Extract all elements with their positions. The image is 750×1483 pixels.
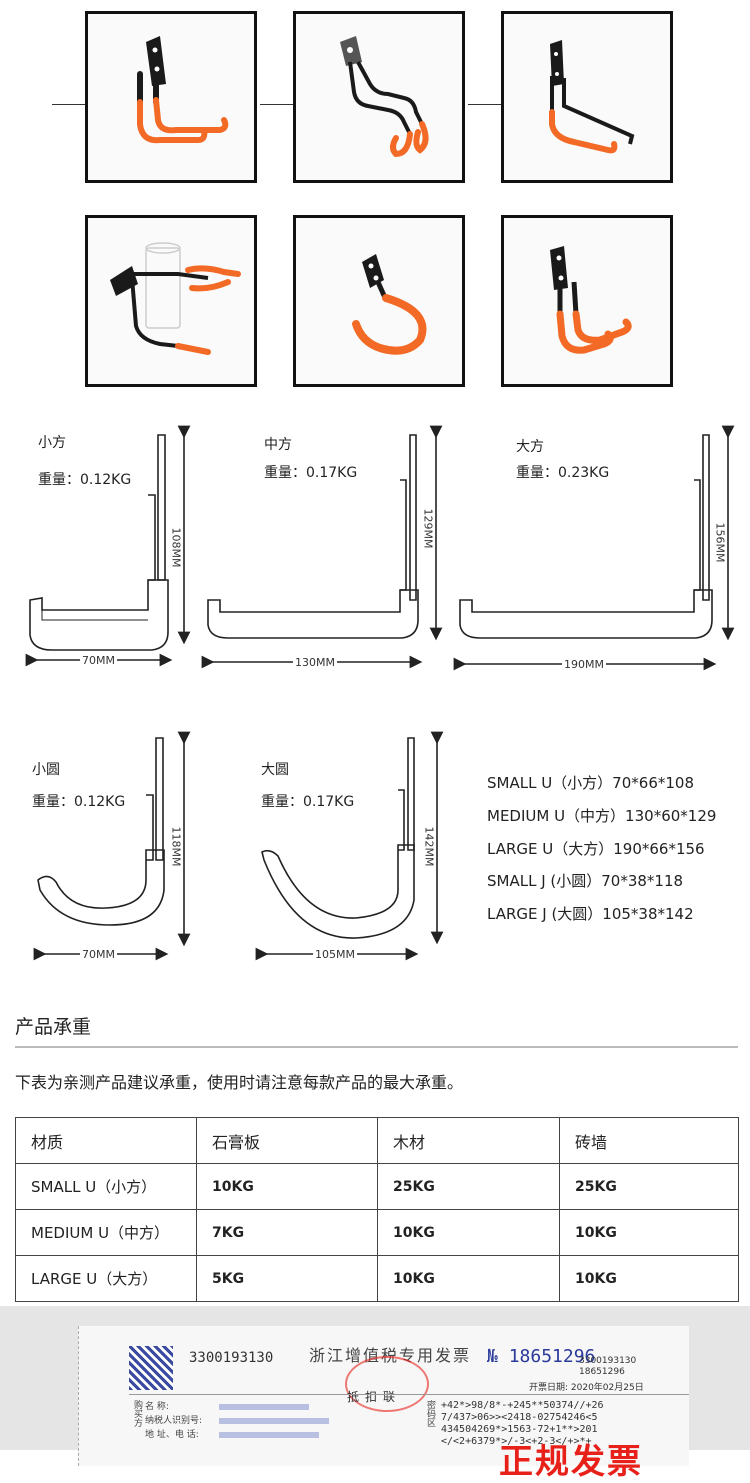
height-dim-large-u: 156MM bbox=[713, 520, 727, 565]
cell-value: 10KG bbox=[196, 1163, 378, 1210]
stamp-text: 抵扣联 bbox=[347, 1390, 402, 1404]
product-weight-large-j: 重量：0.17KG bbox=[261, 794, 355, 810]
overlay-text: 正规发票 bbox=[499, 1442, 643, 1482]
section-divider bbox=[15, 1046, 738, 1048]
cell-value: 10KG bbox=[559, 1209, 739, 1256]
spec-small-j: SMALL J (小圆）70*38*118 bbox=[487, 872, 684, 890]
height-dim-small-u: 108MM bbox=[169, 525, 183, 570]
height-dim-large-j: 142MM bbox=[422, 824, 436, 869]
header-material: 材质 bbox=[15, 1117, 197, 1164]
height-dim-medium-u: 129MM bbox=[421, 506, 435, 551]
product-photo-double-u bbox=[501, 215, 673, 387]
header-wood: 木材 bbox=[377, 1117, 560, 1164]
cipher-text: +42*>98/8*-+245**50374//+26 7/437>06>><2… bbox=[441, 1400, 604, 1448]
field-tax: 纳税人识别号: bbox=[145, 1416, 203, 1426]
buyer-fields: 名 称: 纳税人识别号: 地 址、电 话: bbox=[145, 1400, 202, 1442]
spec-large-u: LARGE U（大方）190*66*156 bbox=[487, 840, 705, 858]
cipher-label: 密码区 bbox=[425, 1400, 435, 1427]
product-name-small-j: 小圆 bbox=[32, 762, 60, 778]
width-dim-small-j: 70MM bbox=[80, 948, 117, 961]
spec-medium-u: MEDIUM U（中方）130*60*129 bbox=[487, 807, 717, 825]
field-name: 名 称: bbox=[145, 1402, 169, 1412]
stamp-icon bbox=[345, 1356, 429, 1412]
field-addr: 地 址、电 话: bbox=[145, 1430, 199, 1440]
cell-value: 10KG bbox=[377, 1255, 560, 1302]
invoice-photo: 3300193130 浙江增值税专用发票 抵扣联 № 18651296 3300… bbox=[0, 1306, 750, 1482]
width-dim-large-j: 105MM bbox=[313, 948, 357, 961]
height-dim-small-j: 118MM bbox=[169, 824, 183, 869]
product-photo-large-u bbox=[501, 11, 673, 183]
product-weight-medium-u: 重量：0.17KG bbox=[264, 465, 358, 481]
product-name-medium-u: 中方 bbox=[264, 437, 292, 453]
code-small: 3300193130 bbox=[579, 1356, 637, 1366]
table-row: SMALL U（小方） 10KG 25KG 25KG bbox=[15, 1163, 739, 1210]
connector-line bbox=[52, 104, 87, 105]
product-weight-small-j: 重量：0.12KG bbox=[32, 794, 126, 810]
cell-value: 25KG bbox=[559, 1163, 739, 1210]
redacted-block bbox=[219, 1404, 309, 1410]
table-row: MEDIUM U（中方） 7KG 10KG 10KG bbox=[15, 1209, 739, 1256]
cell-value: 10KG bbox=[377, 1209, 560, 1256]
product-weight-small-u: 重量：0.12KG bbox=[38, 472, 132, 488]
capacity-table: 材质 石膏板 木材 砖墙 SMALL U（小方） 10KG 25KG 25KG … bbox=[15, 1117, 739, 1302]
spec-large-j: LARGE J (大圆）105*38*142 bbox=[487, 905, 694, 923]
product-photo-medium-u bbox=[293, 11, 465, 183]
header-brick: 砖墙 bbox=[559, 1117, 739, 1164]
cipher-line: 7/437>06>><2418-02754246<5 bbox=[441, 1412, 598, 1423]
product-weight-large-u: 重量：0.23KG bbox=[516, 465, 610, 481]
invoice-date: 开票日期: 2020年02月25日 bbox=[529, 1383, 644, 1393]
redacted-block bbox=[219, 1432, 319, 1438]
buyer-label: 购买方 bbox=[132, 1400, 142, 1427]
cell-value: 5KG bbox=[196, 1255, 378, 1302]
number-small: 18651296 bbox=[579, 1367, 625, 1377]
cipher-line: </<2+6379*>/-3<+2-3</+>*+ bbox=[441, 1436, 592, 1447]
invoice-code: 3300193130 bbox=[189, 1350, 274, 1366]
section-description: 下表为亲测产品建议承重，使用时请注意每款产品的最大承重。 bbox=[15, 1073, 464, 1092]
width-dim-medium-u: 130MM bbox=[293, 656, 337, 669]
dimension-diagrams bbox=[25, 425, 735, 961]
row-label: SMALL U（小方） bbox=[15, 1163, 197, 1210]
cipher-line: 434504269*>1563-72+1**>201 bbox=[441, 1424, 598, 1435]
product-name-large-j: 大圆 bbox=[261, 762, 289, 778]
cell-value: 25KG bbox=[377, 1163, 560, 1210]
connector-line bbox=[260, 104, 295, 105]
cipher-line: +42*>98/8*-+245**50374//+26 bbox=[441, 1400, 604, 1411]
product-name-small-u: 小方 bbox=[38, 435, 66, 451]
row-label: LARGE U（大方） bbox=[15, 1255, 197, 1302]
width-dim-small-u: 70MM bbox=[80, 654, 117, 667]
table-header-row: 材质 石膏板 木材 砖墙 bbox=[15, 1117, 739, 1164]
invoice-title: 浙江增值税专用发票 bbox=[309, 1346, 472, 1365]
number-value: 18651296 bbox=[508, 1346, 596, 1367]
cell-value: 10KG bbox=[559, 1255, 739, 1302]
redacted-block bbox=[219, 1418, 329, 1424]
divider bbox=[129, 1394, 689, 1395]
width-dim-large-u: 190MM bbox=[562, 658, 606, 671]
product-name-large-u: 大方 bbox=[516, 439, 544, 455]
product-photo-j-hook bbox=[293, 215, 465, 387]
connector-line bbox=[468, 104, 503, 105]
invoice-number: № 18651296 bbox=[487, 1346, 595, 1367]
cell-value: 7KG bbox=[196, 1209, 378, 1256]
table-row: LARGE U（大方） 5KG 10KG 10KG bbox=[15, 1255, 739, 1302]
row-label: MEDIUM U（中方） bbox=[15, 1209, 197, 1256]
product-photo-cup-holder bbox=[85, 215, 257, 387]
qr-code-icon bbox=[129, 1346, 173, 1390]
number-symbol: № bbox=[487, 1346, 498, 1367]
invoice-paper: 3300193130 浙江增值税专用发票 抵扣联 № 18651296 3300… bbox=[78, 1326, 689, 1482]
section-title: 产品承重 bbox=[15, 1016, 92, 1038]
header-drywall: 石膏板 bbox=[196, 1117, 378, 1164]
product-photo-small-u bbox=[85, 11, 257, 183]
spec-small-u: SMALL U（小方）70*66*108 bbox=[487, 774, 694, 792]
